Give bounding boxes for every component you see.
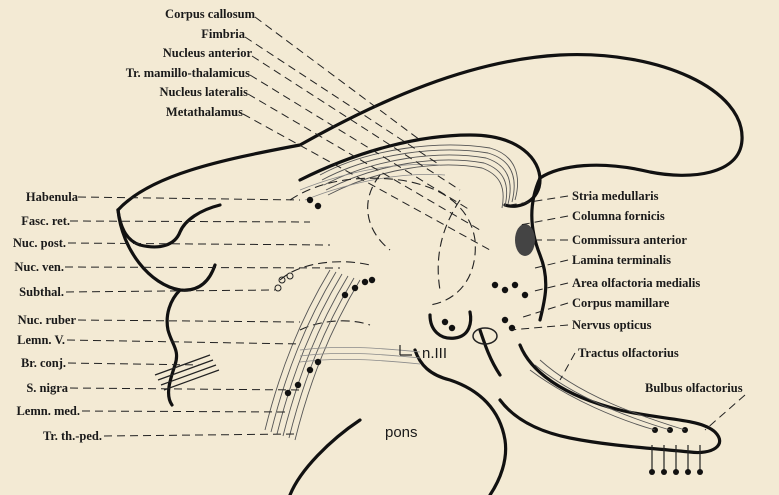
label-lemn-med: Lemn. med.	[16, 404, 80, 418]
label-fasc-ret: Fasc. ret.	[21, 214, 70, 228]
label-stria-medullaris: Stria medullaris	[572, 189, 659, 203]
label-columna-fornicis: Columna fornicis	[572, 209, 665, 223]
label-lamina-terminalis: Lamina terminalis	[572, 253, 671, 267]
label-nucleus-lateralis: Nucleus lateralis	[159, 85, 248, 99]
label-bulbus-olfactorius: Bulbus olfactorius	[645, 381, 743, 395]
label-subthal: Subthal.	[19, 285, 64, 299]
label-nuc-ven: Nuc. ven.	[14, 260, 64, 274]
label-area-olfactoria-medialis: Area olfactoria medialis	[572, 276, 700, 290]
label-metathalamus: Metathalamus	[166, 105, 243, 119]
label-tr-th-ped: Tr. th.-ped.	[43, 429, 102, 443]
labels-right-group: Stria medullaris Columna fornicis Commis…	[572, 189, 743, 395]
labels-top-group: Corpus callosum Fimbria Nucleus anterior…	[126, 7, 256, 119]
leaders-left	[65, 197, 340, 436]
brain-outline	[118, 55, 742, 495]
label-nervus-opticus: Nervus opticus	[572, 318, 652, 332]
labels-left-group: Habenula Fasc. ret. Nuc. post. Nuc. ven.…	[13, 190, 102, 443]
label-commissura-anterior: Commissura anterior	[572, 233, 687, 247]
label-n3: n.III	[422, 345, 447, 362]
label-nuc-ruber: Nuc. ruber	[18, 313, 77, 327]
olfactory-fibers	[530, 360, 703, 475]
label-lemn-v: Lemn. V.	[17, 333, 65, 347]
label-br-conj: Br. conj.	[21, 356, 66, 370]
leaders-top	[243, 17, 490, 250]
labels-inner-group: n.III pons	[385, 345, 447, 441]
label-habenula: Habenula	[26, 190, 79, 204]
label-corpus-mamillare: Corpus mamillare	[572, 296, 670, 310]
label-pons: pons	[385, 424, 418, 441]
label-tr-mamillo-thalamicus: Tr. mamillo-thalamicus	[126, 66, 250, 80]
label-s-nigra: S. nigra	[26, 381, 68, 395]
label-fimbria: Fimbria	[201, 27, 245, 41]
fornix-bundle	[300, 145, 518, 208]
label-tractus-olfactorius: Tractus olfactorius	[578, 346, 679, 360]
br-conj-hatch	[155, 355, 219, 390]
label-nuc-post: Nuc. post.	[13, 236, 66, 250]
label-corpus-callosum: Corpus callosum	[165, 7, 256, 21]
label-nucleus-anterior: Nucleus anterior	[163, 46, 253, 60]
